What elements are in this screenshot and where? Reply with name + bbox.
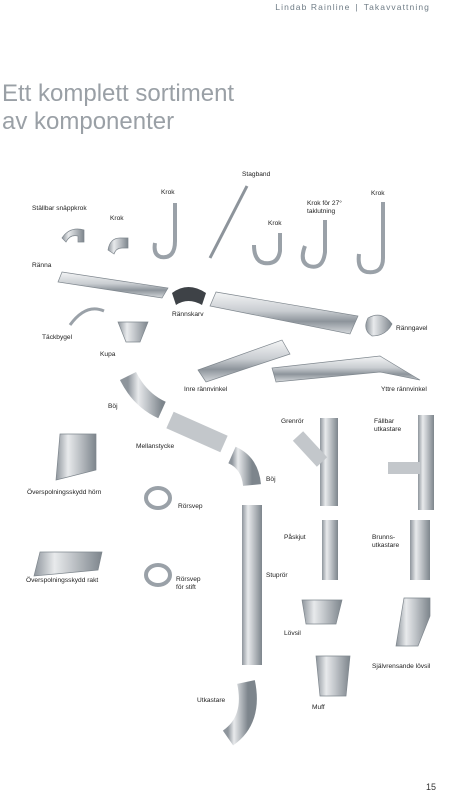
label-krok-a: Krok: [161, 189, 175, 196]
brunnsutkastare-part: [410, 520, 430, 580]
long-gutter-part: [209, 291, 359, 335]
krok-tall-part: [152, 203, 177, 260]
label-lovsil: Lövsil: [284, 630, 301, 637]
label-brunns-line1: Brunns-: [372, 534, 396, 541]
label-ranngavel: Ränngavel: [396, 325, 428, 332]
lovsil-part: [301, 599, 343, 625]
header-section: Takavvattning: [363, 2, 430, 12]
overspol-rakt-part: [33, 551, 103, 577]
stupror-part: [242, 505, 262, 665]
header-separator: |: [355, 2, 359, 12]
label-mellanstycke: Mellanstycke: [136, 443, 175, 450]
label-boj-b: Böj: [266, 476, 276, 483]
muff-part: [315, 655, 351, 697]
label-overspol-horn: Överspolningsskydd hörn: [27, 489, 102, 496]
krok-right-1-part: [252, 233, 282, 266]
grenror-pipe-part: [320, 418, 338, 506]
label-overspol-rakt: Överspolningsskydd rakt: [26, 577, 99, 584]
krok-right-2-part: [356, 202, 385, 275]
label-krok-27-line1: Krok för 27°: [307, 200, 342, 207]
krok-27-part: [300, 220, 327, 269]
krok-small-part: [107, 237, 129, 255]
yttre-rannvinkel-part: [271, 355, 421, 383]
label-sjalvrensande-lovsil: Självrensande lövsil: [372, 663, 431, 670]
kupa-part: [117, 321, 149, 343]
label-ranna: Ränna: [32, 262, 52, 269]
label-paskjut: Påskjut: [284, 534, 306, 541]
header-brand: Lindab Rainline: [275, 2, 351, 12]
label-stupror: Stuprör: [266, 572, 288, 579]
label-krok-b: Krok: [110, 215, 124, 222]
fallbar-pipe-part: [418, 415, 434, 510]
paskjut-part: [322, 520, 338, 580]
stagband-part: [208, 185, 249, 259]
label-stagband: Stagband: [242, 171, 271, 178]
tackbygel-part: [68, 307, 105, 326]
label-fallbar-line2: utkastare: [374, 426, 402, 433]
boj-left-part: [119, 371, 167, 419]
rorsvep-stift-part: [144, 563, 172, 587]
overspol-horn-part: [55, 433, 97, 481]
title-line-2: av komponenter: [2, 108, 175, 135]
boj-right-part: [227, 446, 261, 487]
label-inre-rannvinkel: Inre rännvinkel: [184, 386, 228, 393]
label-yttre-rannvinkel: Yttre rännvinkel: [381, 386, 427, 393]
label-boj-a: Böj: [108, 403, 118, 410]
label-kupa: Kupa: [100, 351, 116, 358]
ranngavel-part: [365, 314, 393, 337]
label-rorsvep-stift-line1: Rörsvep: [176, 576, 201, 583]
rorsvep-part: [144, 486, 172, 510]
page-title: Ett komplett sortiment av komponenter: [2, 80, 234, 136]
grenror-branch-part: [292, 431, 328, 467]
label-fallbar-line1: Fällbar: [374, 418, 395, 425]
title-line-1: Ett komplett sortiment: [2, 80, 235, 107]
rannskarv-part: [172, 287, 206, 305]
ranna-part: [57, 271, 169, 299]
page-number: 15: [425, 782, 436, 792]
label-rorsvep-stift-line2: för stift: [176, 584, 196, 591]
label-brunns-line2: utkastare: [372, 542, 400, 549]
sjalvrensande-lovsil-part: [395, 597, 431, 647]
label-stallbar-snappkrok: Ställbar snäppkrok: [32, 205, 87, 212]
label-muff: Muff: [312, 704, 325, 711]
label-krok-d: Krok: [371, 190, 385, 197]
snappkrok-part: [61, 228, 85, 243]
mellanstycke-part: [166, 411, 228, 453]
running-header: Lindab Rainline | Takavvattning: [275, 2, 430, 12]
utkastare-part: [222, 680, 257, 746]
label-rannskarv: Rännskarv: [172, 311, 204, 318]
label-krok-c: Krok: [268, 220, 282, 227]
inre-rannvinkel-part: [197, 339, 291, 383]
label-grenror: Grenrör: [281, 418, 304, 425]
label-rorsvep: Rörsvep: [178, 503, 203, 510]
label-utkastare: Utkastare: [197, 697, 226, 704]
label-krok-27-line2: taklutning: [307, 208, 336, 215]
label-tackbygel: Täckbygel: [42, 334, 73, 341]
